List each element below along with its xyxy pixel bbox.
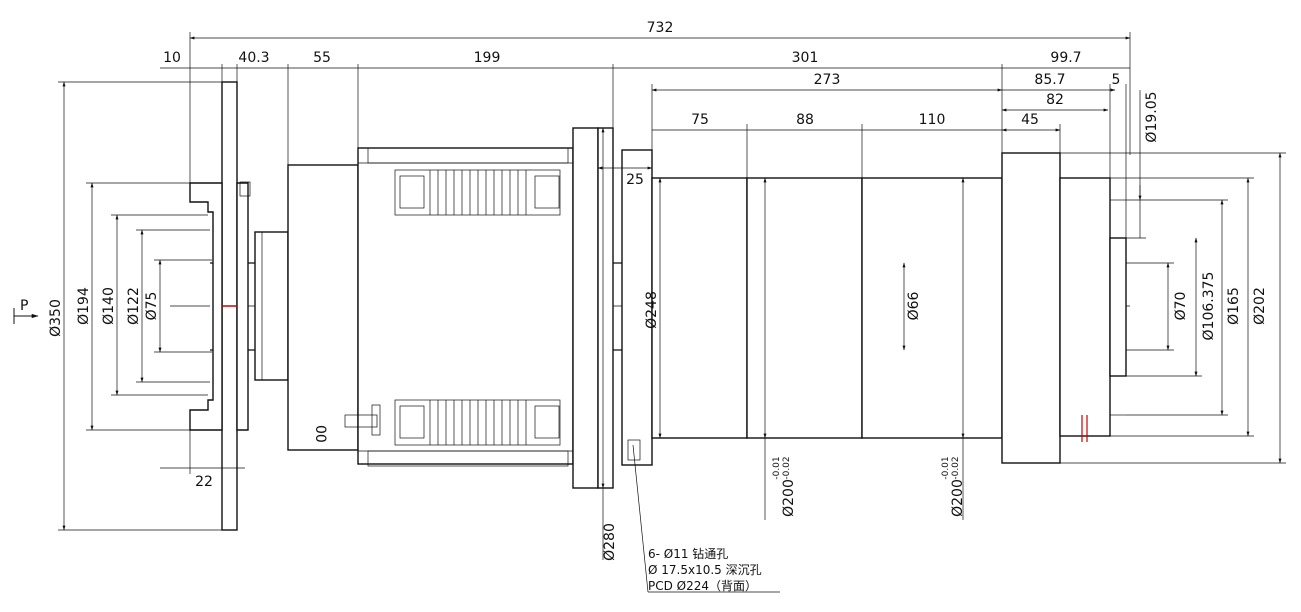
lube-fitting [239,181,251,197]
direction-arrow: P [13,298,39,324]
mid-flange [572,127,599,489]
dim-overall: 732 [647,20,674,36]
dim-phi-200-b: Ø200 [950,479,966,517]
horizontal-dimensions: 732 10 40.3 55 199 301 99.7 273 85.7 5 8… [160,20,1131,490]
dim-phi-66: Ø66 [906,291,922,320]
dim-55: 55 [313,50,331,66]
tol-upper-b: -0.01 [941,456,951,479]
dim-phi-70: Ø70 [1173,292,1189,321]
dim-99-7: 99.7 [1050,50,1081,66]
dim-phi-202: Ø202 [1252,287,1268,325]
stator-coil-top [394,169,561,216]
body-mark: 00 [312,425,328,443]
dim-40-3: 40.3 [238,50,269,66]
dim-phi-280: Ø280 [602,523,618,561]
hole-note-line-3: PCD Ø224（背面） [648,579,757,593]
dim-phi-106-375: Ø106.375 [1201,272,1217,341]
dim-25: 25 [626,172,644,188]
rear-shaft-end [1109,237,1127,377]
hole-note-line-2: Ø 17.5x10.5 深沉孔 [648,563,762,577]
coil-windings-top [429,170,527,215]
right-diameter-dimensions: Ø19.05 Ø70 Ø106.375 Ø165 Ø202 [1060,90,1286,464]
dim-75: 75 [691,112,709,128]
dim-phi-194: Ø194 [76,287,92,325]
dim-phi-165: Ø165 [1226,287,1242,325]
tol-upper-a: -0.01 [772,456,782,479]
rear-bearing-cap [1059,177,1111,437]
tol-lower-a: -0.02 [782,456,792,479]
left-diameter-dimensions: Ø350 Ø194 Ø140 Ø122 Ø75 [48,81,222,531]
dim-10: 10 [163,50,181,66]
dim-199: 199 [474,50,501,66]
front-nose-hub [189,182,223,431]
dim-phi-350: Ø350 [48,299,64,337]
dim-110: 110 [919,112,946,128]
shaft-section-110 [861,177,1003,439]
cable-connector [344,414,378,428]
dim-phi-122: Ø122 [126,287,142,325]
dim-5: 5 [1112,72,1121,88]
dim-88: 88 [796,112,814,128]
dim-phi-19-05: Ø19.05 [1144,91,1160,142]
motor-cover [621,149,653,466]
front-bearing-housing [287,164,359,451]
dim-45: 45 [1021,112,1039,128]
stator-coil-bottom [394,399,561,446]
shaft-section-75 [651,177,748,439]
dim-phi-75: Ø75 [144,292,160,321]
hole-note-line-1: 6- Ø11 钻通孔 [648,546,728,561]
dim-phi-140: Ø140 [101,287,117,325]
middle-diameter-dimensions: Ø248 Ø280 Ø200 -0.01 -0.02 Ø66 Ø200 -0.0… [601,127,966,561]
dim-82: 82 [1046,92,1064,108]
hole-note: 6- Ø11 钻通孔 Ø 17.5x10.5 深沉孔 PCD Ø224（背面） [632,444,780,593]
dim-phi-200-a: Ø200 [781,479,797,517]
rear-housing [1001,152,1061,464]
dim-273: 273 [814,72,841,88]
dim-301: 301 [792,50,819,66]
dim-phi-248: Ø248 [644,291,660,329]
main-housing [357,147,574,465]
flange-boss [236,182,249,431]
dim-22: 22 [195,474,213,490]
dim-85-7: 85.7 [1034,72,1065,88]
tol-lower-b: -0.02 [951,456,961,479]
front-seal-ring [254,231,289,381]
coil-windings-bottom [429,400,527,445]
arrow-label: P [20,298,28,314]
shaft-section-88 [746,177,863,439]
